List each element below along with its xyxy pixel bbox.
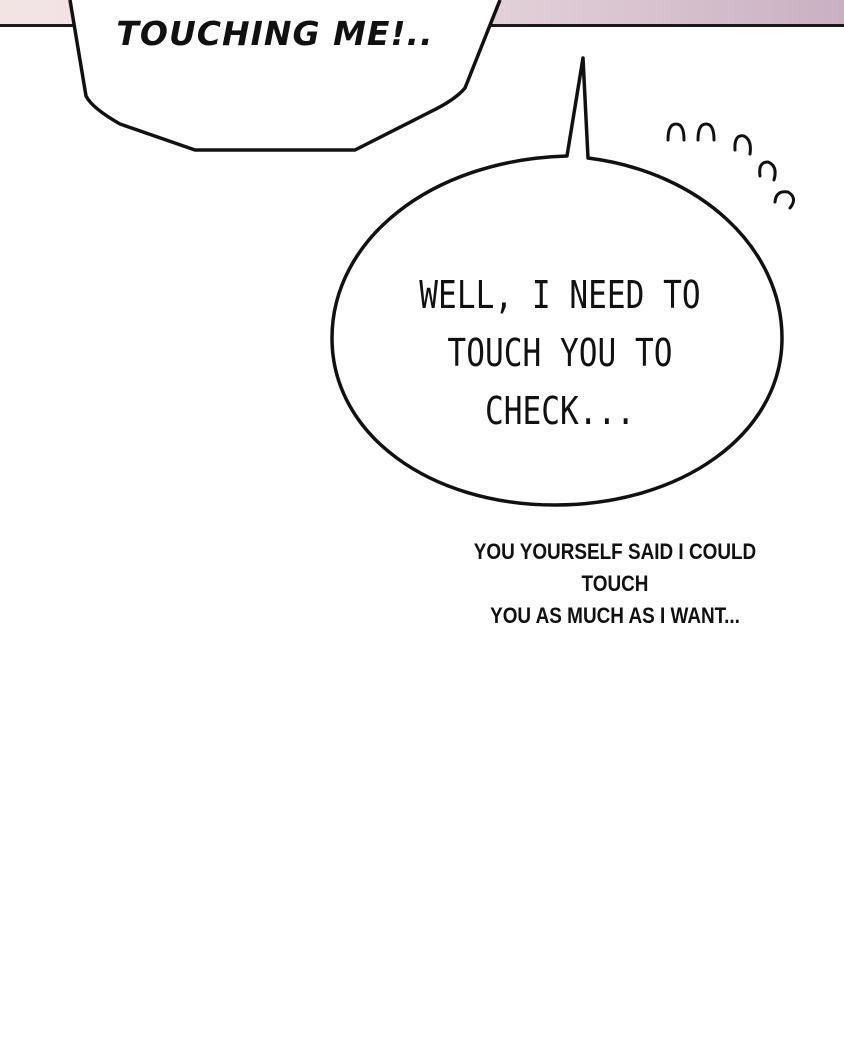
main-speech-bubble: [330, 56, 784, 507]
main-bubble-line: WELL, I NEED TO: [419, 273, 701, 317]
top-speech-bubble: [68, 0, 502, 152]
main-bubble-line: CHECK...: [484, 389, 636, 433]
narration-text: YOU YOURSELF SAID I COULD TOUCH YOU AS M…: [447, 536, 782, 632]
top-bubble-text: TOUCHING ME!..: [116, 14, 434, 53]
narration-line: YOU YOURSELF SAID I COULD TOUCH: [473, 539, 757, 596]
main-bubble-text: WELL, I NEED TO TOUCH YOU TO CHECK...: [412, 266, 707, 440]
main-bubble-line: TOUCH YOU TO: [447, 331, 673, 375]
tremble-marks: [666, 122, 795, 210]
narration-line: YOU AS MUCH AS I WANT...: [490, 603, 740, 628]
